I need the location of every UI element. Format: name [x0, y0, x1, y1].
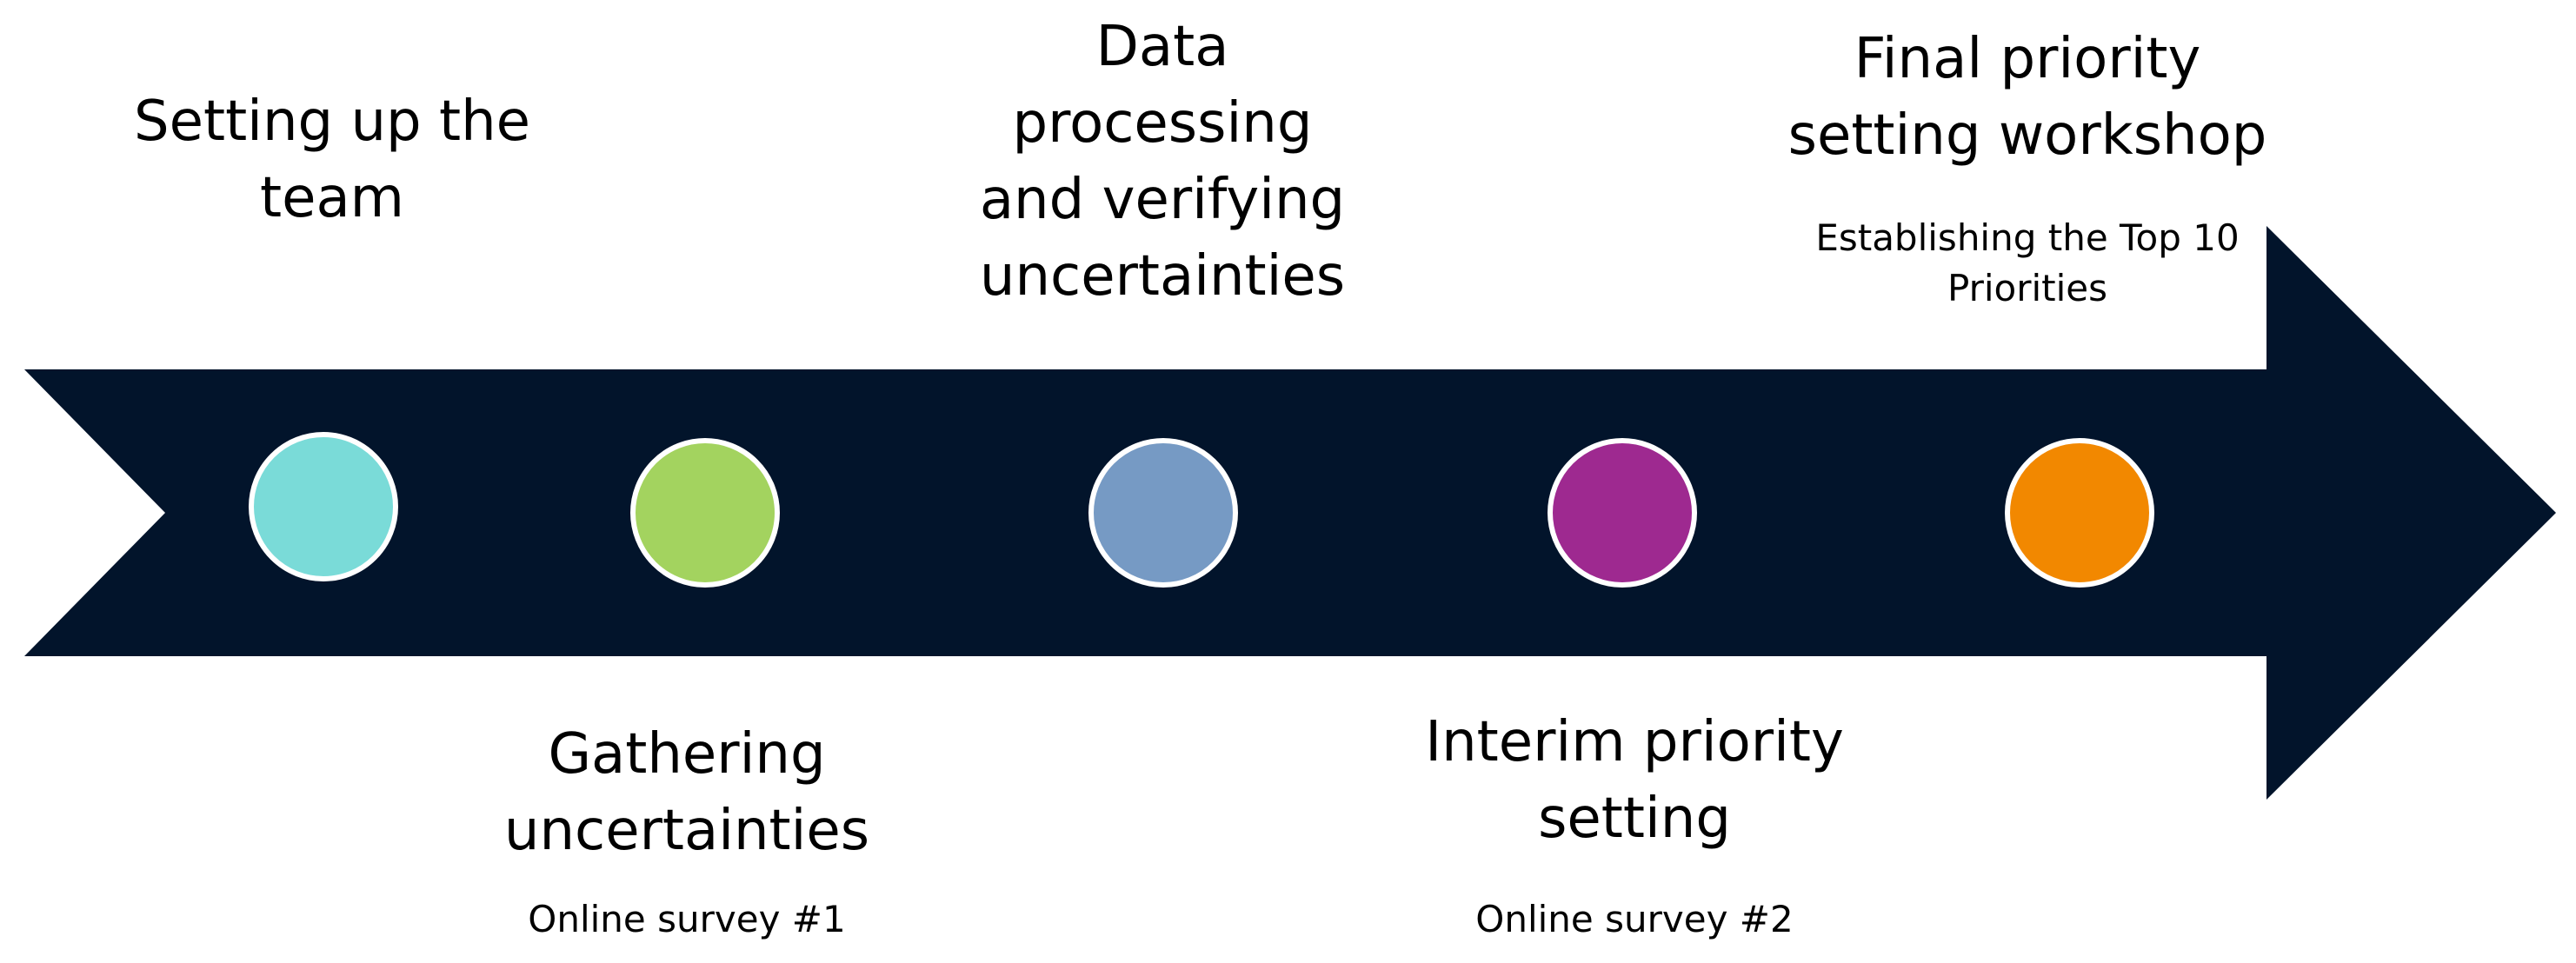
step-2-title: Gathering uncertainties [503, 722, 870, 863]
step-2-dot [630, 438, 780, 588]
step-3-dot [1088, 438, 1238, 588]
step-3-title: Data processing and verifying uncertaint… [979, 15, 1346, 309]
step-5-dot [2005, 438, 2154, 588]
step-4-title: Interim priority setting [1425, 710, 1844, 851]
timeline-arrow [24, 226, 2556, 800]
step-5-subtitle: Establishing the Top 10 Priorities [1815, 216, 2240, 309]
step-2-subtitle: Online survey #1 [528, 898, 846, 940]
step-1-title: Setting up the team [133, 90, 531, 230]
step-4-subtitle: Online survey #2 [1475, 898, 1794, 940]
step-5-title: Final priority setting workshop [1787, 27, 2267, 168]
step-4-dot [1548, 438, 1697, 588]
step-1-dot [249, 432, 398, 581]
